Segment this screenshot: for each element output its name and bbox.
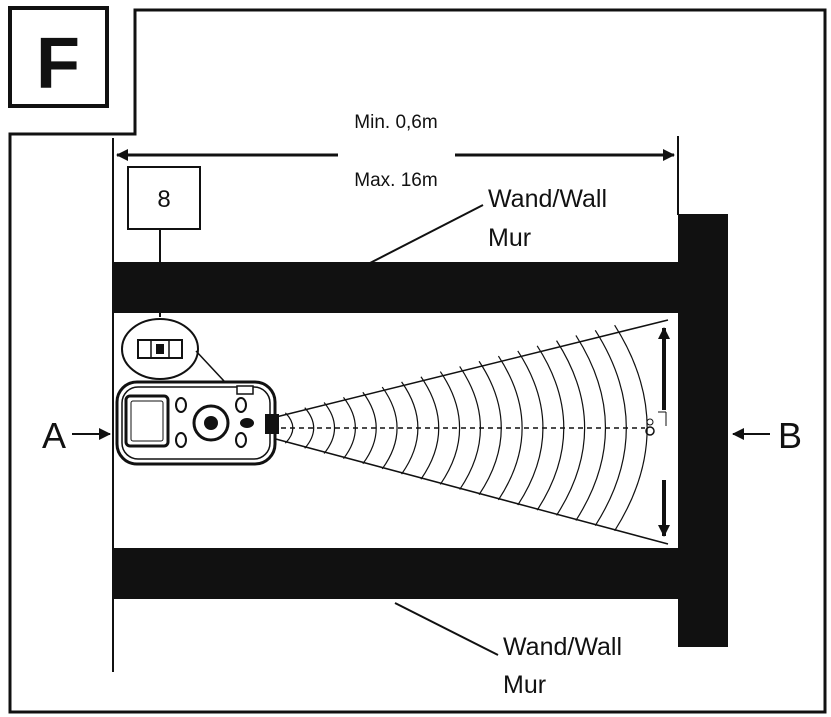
wall-bottom-leader	[394, 602, 499, 656]
wall-top-label-line1: Wand/Wall	[488, 185, 607, 213]
target-point-marker	[645, 411, 667, 436]
panel-letter: F	[36, 24, 80, 104]
wall-bottom-label-line1: Wand/Wall	[503, 633, 622, 661]
display-digit: 8	[157, 186, 170, 213]
panel-letter-box	[8, 6, 109, 108]
device-screen	[124, 394, 170, 448]
device-laser-emitter	[265, 414, 279, 434]
wall-bottom	[114, 548, 680, 599]
point-b-label: B	[778, 415, 802, 456]
display-callout-box	[127, 166, 201, 230]
wall-top-label-line2: Mur	[488, 224, 531, 252]
outer-frame	[8, 8, 827, 714]
level-bubble	[156, 344, 164, 354]
beam-cone-edges	[271, 319, 669, 545]
wall-bottom-label-line2: Mur	[503, 671, 546, 699]
beam-wave-arc	[536, 345, 565, 511]
point-a-label: A	[42, 415, 66, 456]
wall-top-leader	[369, 204, 484, 264]
wall-top	[114, 262, 680, 313]
wall-end	[678, 214, 728, 647]
distance-min-label: Min. 0,6m	[354, 112, 437, 133]
beam-wave-arc	[556, 340, 586, 516]
beam-wave-arc	[323, 402, 336, 454]
distance-max-label: Max. 16m	[354, 170, 437, 191]
beam-wave-arc	[497, 355, 523, 501]
laser-beam-cone	[271, 319, 669, 545]
beam-wave-arc	[381, 386, 398, 470]
beam-wave-arc	[362, 391, 377, 465]
beam-wave-arc	[439, 371, 461, 485]
laser-measure-device	[115, 380, 279, 466]
beam-wave-arc	[304, 407, 315, 449]
